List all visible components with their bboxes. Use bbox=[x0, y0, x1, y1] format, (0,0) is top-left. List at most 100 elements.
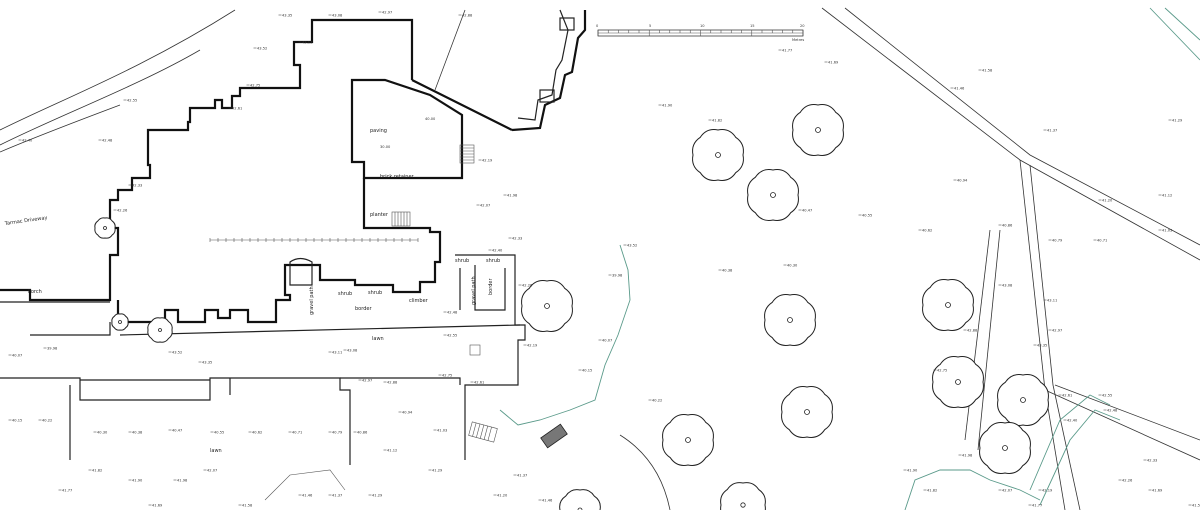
spot-level-value: 42.55 bbox=[1102, 394, 1112, 398]
spot-level-value: 40.30 bbox=[787, 264, 798, 268]
spot-level-value: 42.40 bbox=[1067, 419, 1078, 423]
spot-level-value: 40.55 bbox=[214, 431, 224, 435]
spot-level-value: 42.61 bbox=[474, 381, 484, 385]
scale-label: Metres bbox=[792, 38, 804, 42]
spot-level-value: 41.77 bbox=[782, 49, 792, 53]
spot-level-value: 42.88 bbox=[462, 14, 473, 18]
tree-canopy bbox=[692, 129, 744, 181]
spot-level-value: 41.12 bbox=[387, 449, 397, 453]
spot-level-value: 42.97 bbox=[1052, 329, 1062, 333]
spot-level-value: 40.22 bbox=[42, 419, 52, 423]
spot-level-value: 42.48 bbox=[102, 139, 113, 143]
spot-level-value: 41.46 bbox=[954, 87, 965, 91]
tree-canopy bbox=[521, 280, 573, 332]
spot-level-value: 41.29 bbox=[432, 469, 443, 473]
spot-level-value: 42.55 bbox=[447, 334, 457, 338]
spot-level-value: 40.79 bbox=[1052, 239, 1063, 243]
spot-level-value: 42.75 bbox=[442, 374, 452, 378]
spot-level-value: 40.47 bbox=[802, 209, 812, 213]
spot-level-value: 41.29 bbox=[372, 494, 383, 498]
tree-canopy bbox=[781, 386, 833, 438]
spot-level-value: 40.79 bbox=[332, 431, 343, 435]
spot-level-value: 42.97 bbox=[362, 379, 372, 383]
spot-level-value: 40.22 bbox=[652, 399, 662, 403]
spot-level-value: 43.35 bbox=[282, 14, 292, 18]
bay-window bbox=[289, 257, 313, 286]
spot-level-value: 43.52 bbox=[627, 244, 637, 248]
spot-level-value: 42.26 bbox=[1122, 479, 1133, 483]
spot-level-value: 41.69 bbox=[1152, 489, 1163, 493]
label-path2: gravel path bbox=[471, 276, 477, 305]
label-terrace-sub: 30.00 bbox=[380, 145, 391, 149]
tree-canopy bbox=[979, 422, 1031, 474]
spot-level-value: 41.82 bbox=[927, 489, 937, 493]
label-porch: Porch bbox=[28, 289, 42, 295]
spot-level-value: 43.11 bbox=[332, 351, 342, 355]
spot-level-value: 43.11 bbox=[1047, 299, 1057, 303]
spot-level-value: 40.62 bbox=[922, 229, 932, 233]
spot-level-value: 42.40 bbox=[492, 249, 503, 253]
spot-level-value: 42.19 bbox=[1042, 489, 1053, 493]
spot-level-value: 41.82 bbox=[712, 119, 722, 123]
spot-level-value: 41.77 bbox=[1032, 504, 1042, 508]
spot-level-value: 41.58 bbox=[242, 504, 253, 508]
spot-level-value: 41.03 bbox=[1162, 229, 1172, 233]
spot-level-value: 41.77 bbox=[62, 489, 72, 493]
steps-hatch bbox=[391, 144, 498, 443]
spot-level-value: 40.86 bbox=[357, 431, 368, 435]
spot-level-value: 43.11 bbox=[302, 41, 312, 45]
tree-trunk bbox=[815, 127, 821, 133]
tree-trunk bbox=[945, 302, 951, 308]
contour-lines bbox=[499, 7, 1200, 510]
spot-level-value: 41.37 bbox=[517, 474, 527, 478]
spot-level-value: 42.61 bbox=[232, 107, 242, 111]
spot-level-value: 41.03 bbox=[437, 429, 447, 433]
tree-canopy bbox=[559, 489, 601, 510]
tree-trunk bbox=[1002, 445, 1008, 451]
spot-level-value: 41.90 bbox=[132, 479, 143, 483]
tree-canopy bbox=[662, 414, 714, 466]
tree-trunk bbox=[740, 502, 746, 508]
spot-level-value: 40.38 bbox=[132, 431, 143, 435]
tree-trunk bbox=[1020, 397, 1026, 403]
scale-tick-4: 20 bbox=[800, 24, 805, 28]
spot-level-value: 39.98 bbox=[612, 274, 623, 278]
spot-level-value: 42.88 bbox=[967, 329, 978, 333]
label-shrub1: shrub bbox=[338, 291, 352, 297]
spot-level-value: 41.37 bbox=[1047, 129, 1057, 133]
label-tree1: shrub bbox=[455, 258, 469, 264]
tree-canopy bbox=[997, 374, 1049, 426]
spot-level-value: 43.35 bbox=[1037, 344, 1047, 348]
spot-level-value: 40.71 bbox=[1097, 239, 1107, 243]
scale-bar: 0 5 10 15 20 Metres bbox=[596, 24, 805, 42]
spot-level-value: 42.26 bbox=[522, 284, 533, 288]
spot-level-value: 40.94 bbox=[957, 179, 968, 183]
spot-level-value: 40.55 bbox=[862, 214, 872, 218]
spot-level-value: 41.98 bbox=[962, 454, 973, 458]
spot-level-value: 42.75 bbox=[937, 369, 947, 373]
tree-trunk bbox=[685, 437, 691, 443]
spot-level-value: 42.07 bbox=[480, 204, 490, 208]
scale-tick-1: 5 bbox=[649, 24, 651, 28]
tree-canopy bbox=[932, 356, 984, 408]
spot-level-value: 42.19 bbox=[482, 159, 493, 163]
label-border2: border bbox=[488, 278, 494, 295]
tree-canopy bbox=[94, 217, 116, 239]
spot-level-value: 43.52 bbox=[172, 351, 182, 355]
spot-level-value: 42.33 bbox=[132, 184, 142, 188]
spot-level-value: 42.33 bbox=[512, 237, 522, 241]
label-climber: climber bbox=[409, 298, 429, 304]
spot-level-value: 43.08 bbox=[1002, 284, 1013, 288]
plan-labels: paving 30.00 40.00 brick retainer Tarmac… bbox=[3, 117, 500, 454]
tree-trunk bbox=[770, 192, 776, 198]
spot-level-value: 41.46 bbox=[302, 494, 313, 498]
spot-level-value: 41.12 bbox=[1162, 194, 1172, 198]
driveway-edges bbox=[0, 9, 236, 153]
spot-level-value: 40.94 bbox=[402, 411, 413, 415]
label-tree2: shrub bbox=[486, 258, 500, 264]
spot-level-value: 40.71 bbox=[292, 431, 302, 435]
spot-level-value: 40.07 bbox=[12, 354, 22, 358]
scale-tick-0: 0 bbox=[596, 24, 599, 28]
label-planter: planter bbox=[370, 212, 389, 218]
spot-level-value: 42.40 bbox=[22, 139, 33, 143]
